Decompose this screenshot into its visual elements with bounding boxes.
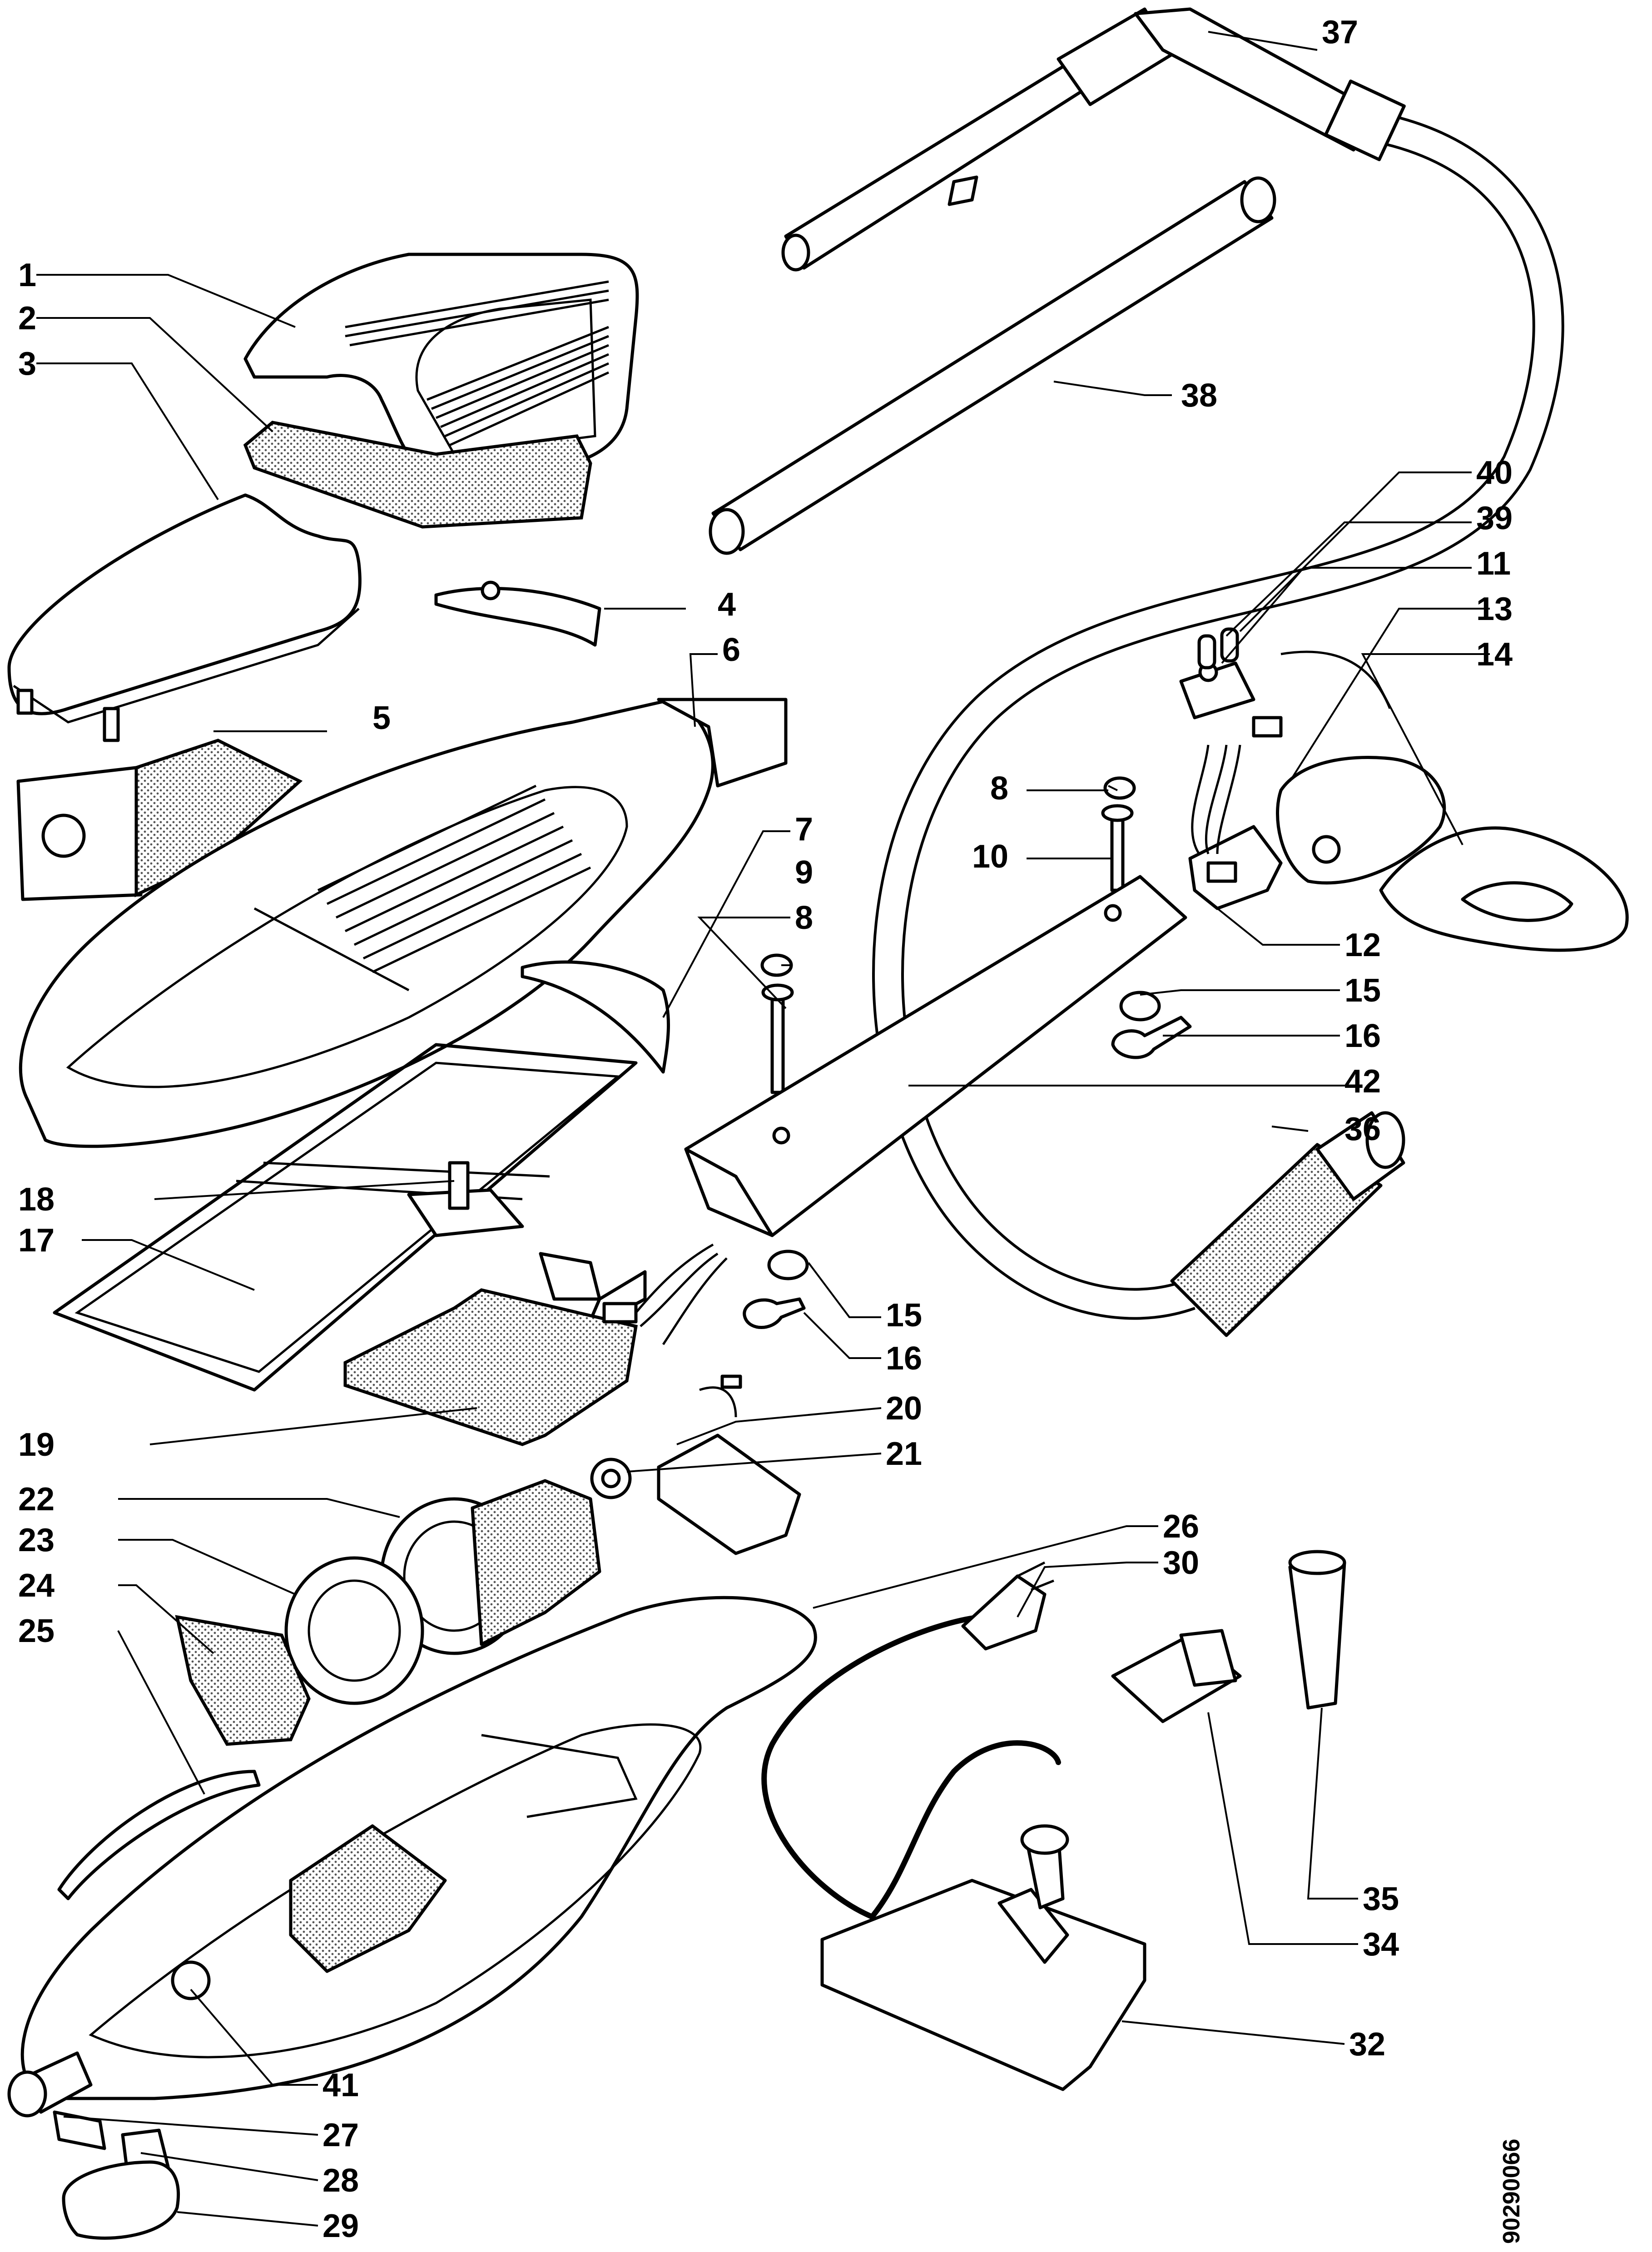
callout-22: 22 (18, 1481, 55, 1518)
callout-21: 21 (886, 1436, 922, 1472)
bearing-21 (590, 1458, 632, 1499)
callout-9: 9 (795, 854, 813, 891)
foot-29 (62, 2160, 180, 2240)
callout-19: 19 (18, 1427, 55, 1463)
callout-39: 39 (1476, 500, 1513, 536)
callout-38: 38 (1181, 377, 1217, 414)
indicator-39 (1197, 634, 1216, 670)
dust-bag-5 (16, 739, 303, 901)
callout-23: 23 (18, 1522, 55, 1558)
extension-tube (709, 176, 1276, 555)
upholstery-nozzle-34 (1111, 1629, 1242, 1723)
callout-17: 17 (18, 1222, 55, 1259)
screw-10 (1101, 804, 1134, 892)
handle-grip-14 (1379, 826, 1629, 952)
leader-lines (36, 31, 1490, 2227)
callout-2: 2 (18, 300, 36, 337)
callout-5: 5 (372, 700, 391, 736)
base-housing-26 (7, 1596, 817, 2118)
callout-4: 4 (718, 586, 736, 623)
callout-16b: 16 (886, 1340, 922, 1377)
switch-wiring (1191, 716, 1283, 855)
drawing-number: 90290066 (1498, 2139, 1525, 2244)
main-filter-19 (343, 1288, 638, 1446)
callout-8b: 8 (990, 770, 1008, 807)
callout-15b: 15 (886, 1297, 922, 1334)
callout-10: 10 (972, 838, 1008, 875)
callout-42: 42 (1344, 1063, 1381, 1100)
screw-cap-8a (760, 953, 793, 977)
callout-18: 18 (18, 1181, 55, 1218)
callout-34: 34 (1363, 1926, 1399, 1963)
callout-8a: 8 (795, 900, 813, 936)
power-cord-30 (761, 1561, 1061, 1920)
callout-15a: 15 (1344, 972, 1381, 1009)
suction-hose (872, 111, 1564, 1320)
callout-6: 6 (722, 632, 740, 668)
upper-housing-6 (19, 698, 788, 1148)
circuit-board-20 (657, 1374, 801, 1555)
callout-29: 29 (322, 2208, 359, 2244)
callout-11: 11 (1476, 546, 1511, 582)
clip-7 (521, 960, 670, 1074)
callout-labels: 1 2 3 4 5 6 7 8 9 8 10 11 12 13 14 15 16… (18, 14, 1513, 2244)
callout-35: 35 (1363, 1881, 1399, 1917)
callout-27: 27 (322, 2117, 359, 2153)
crevice-tool-35 (1288, 1550, 1346, 1710)
callout-12: 12 (1344, 927, 1381, 963)
switch-12 (1188, 825, 1283, 910)
callout-13: 13 (1476, 591, 1513, 627)
callout-1: 1 (18, 257, 36, 293)
clip-4 (434, 580, 601, 647)
callout-16a: 16 (1344, 1018, 1381, 1054)
washer-15b (767, 1250, 809, 1280)
callout-20: 20 (886, 1390, 922, 1427)
hose-cuff-36 (1170, 1111, 1405, 1337)
seal-24 (175, 1615, 311, 1746)
bracket-16a (1111, 1016, 1192, 1059)
callout-40: 40 (1476, 455, 1513, 491)
wand-handle-assembly (781, 7, 1406, 272)
callout-14: 14 (1476, 636, 1513, 673)
grille-filter-2 (243, 421, 592, 529)
callout-25: 25 (18, 1613, 55, 1649)
screw-cap-8b (1103, 776, 1136, 800)
top-lid-3 (7, 493, 362, 742)
callout-41: 41 (322, 2067, 359, 2103)
cable-25 (57, 1770, 261, 1900)
callout-32: 32 (1349, 2026, 1385, 2063)
callout-37: 37 (1322, 14, 1358, 50)
grille-cover-1 (243, 253, 639, 474)
handle-shell-13 (1276, 756, 1446, 885)
callout-24: 24 (18, 1567, 55, 1604)
callout-7: 7 (795, 811, 813, 848)
washer-15a (1119, 991, 1161, 1022)
callout-36: 36 (1344, 1111, 1381, 1147)
callout-28: 28 (322, 2163, 359, 2199)
callout-3: 3 (18, 346, 36, 382)
handle-tube-42 (684, 875, 1187, 1237)
floor-nozzle-32 (820, 1824, 1146, 2091)
motor-seal-23 (284, 1556, 424, 1705)
wire-harness (602, 1243, 728, 1345)
callout-26: 26 (1163, 1508, 1199, 1545)
center-bracket-18 (407, 1161, 647, 1333)
callout-30: 30 (1163, 1545, 1199, 1581)
screw-9 (761, 983, 794, 1094)
bracket-16b (743, 1297, 806, 1329)
